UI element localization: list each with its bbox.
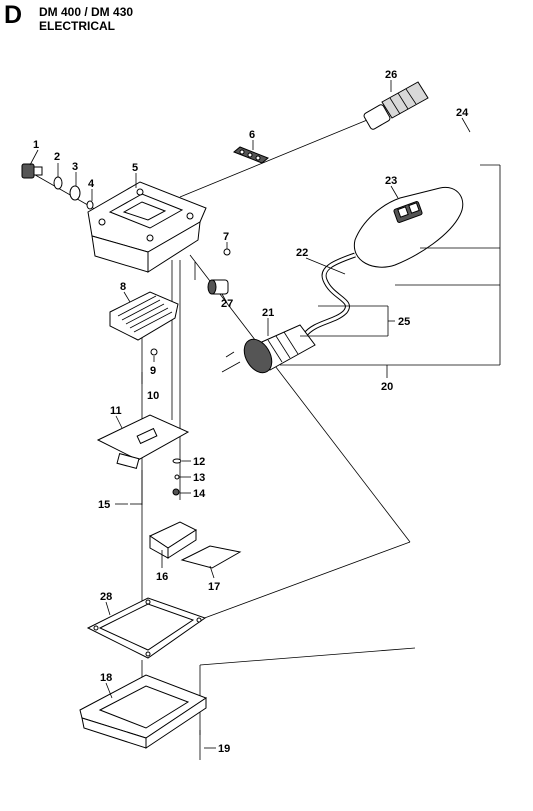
- part-23-prcd-switch: [353, 186, 464, 268]
- part-11-plate: [96, 414, 190, 470]
- callout-19: 19: [218, 743, 230, 755]
- part-17-gasket: [180, 545, 242, 569]
- parts-9-10-screws: [141, 348, 158, 384]
- parts-12-14-washers: [172, 458, 182, 496]
- callout-23: 23: [385, 175, 397, 187]
- callout-3: 3: [72, 161, 78, 173]
- callout-21: 21: [262, 307, 274, 319]
- part-21-plug: [221, 324, 316, 374]
- callout-15: 15: [98, 499, 110, 511]
- assembly-lines: [29, 117, 416, 735]
- part-5-housing: [87, 181, 207, 273]
- callout-17: 17: [208, 581, 220, 593]
- callout-11: 11: [110, 405, 122, 417]
- callout-27: 27: [221, 298, 233, 310]
- part-16-connector: [148, 521, 198, 559]
- callout-12: 12: [193, 456, 205, 468]
- callout-10: 10: [147, 390, 159, 402]
- parts-1-4-fittings: [21, 163, 94, 210]
- callout-26: 26: [385, 69, 397, 81]
- callout-25: 25: [398, 316, 410, 328]
- callout-24: 24: [456, 107, 469, 119]
- callout-20: 20: [381, 381, 393, 393]
- callout-leaders: [29, 80, 501, 749]
- callout-8: 8: [120, 281, 126, 293]
- callout-9: 9: [150, 365, 156, 377]
- callout-2: 2: [54, 151, 60, 163]
- section-letter: D: [4, 1, 23, 29]
- callout-28: 28: [100, 591, 112, 603]
- part-26-strain-relief: [363, 81, 429, 130]
- callout-5: 5: [132, 162, 138, 174]
- callout-14: 14: [193, 488, 206, 500]
- callout-labels: 1 2 3 4 5 6 7 8 9 10 11 12 13 14 15 16 1…: [33, 69, 469, 755]
- callout-22: 22: [296, 247, 308, 259]
- section-title-block: DM 400 / DM 430 ELECTRICAL: [39, 5, 133, 33]
- part-18-cover: [79, 674, 208, 749]
- callout-16: 16: [156, 571, 168, 583]
- section-name: ELECTRICAL: [39, 19, 115, 33]
- part-7-screw: [223, 248, 231, 256]
- part-6-terminal-block: [233, 146, 269, 164]
- callout-7: 7: [223, 231, 229, 243]
- part-27-bushing: [207, 279, 229, 295]
- callout-1: 1: [33, 139, 39, 151]
- callout-18: 18: [100, 672, 112, 684]
- callout-13: 13: [193, 472, 205, 484]
- part-28-gasket-frame: [86, 597, 207, 659]
- part-8-heatsink: [109, 291, 179, 341]
- model-line: DM 400 / DM 430: [39, 5, 134, 19]
- callout-6: 6: [249, 129, 255, 141]
- callout-4: 4: [88, 178, 95, 190]
